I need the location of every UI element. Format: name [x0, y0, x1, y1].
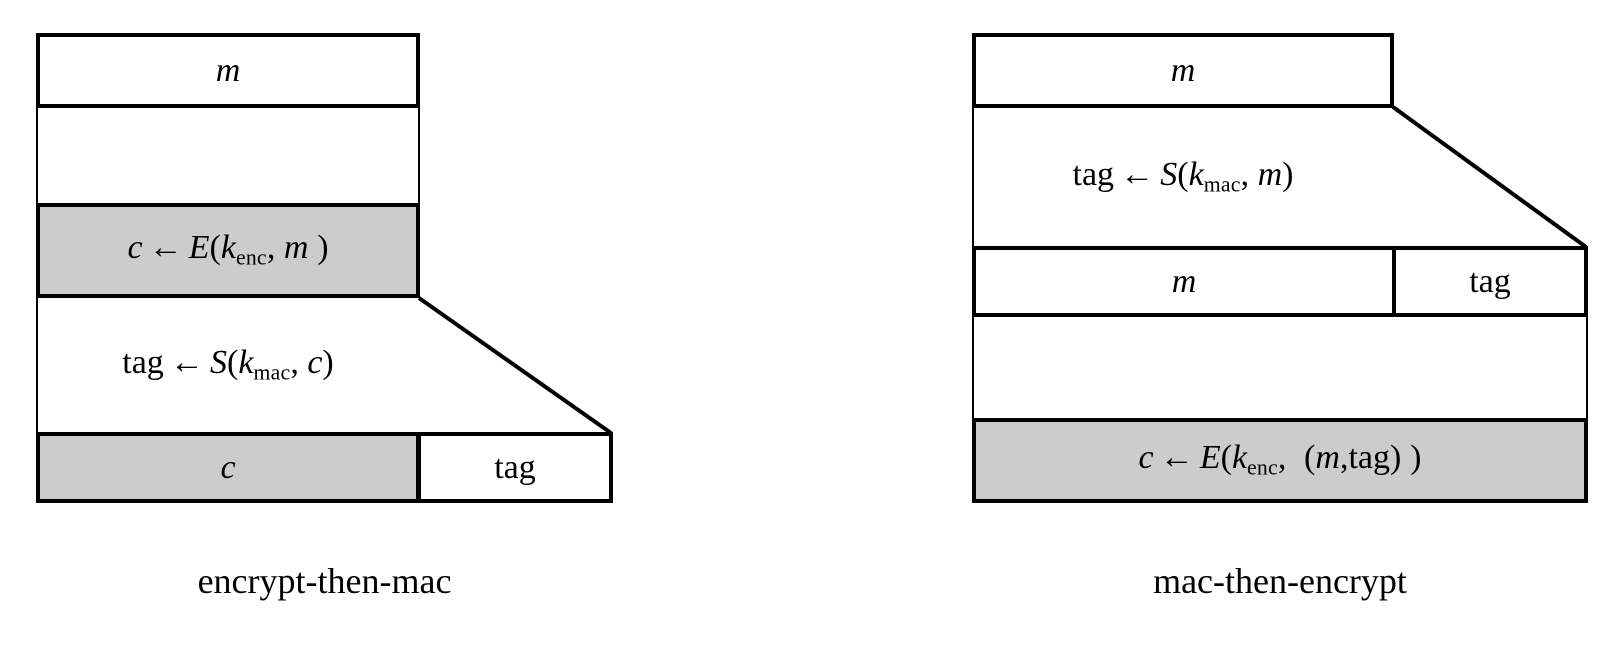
right-encrypt-expression: c←E(kenc,(m,tag)): [1138, 439, 1422, 480]
left-mac-expression: tag←S(kmac, c): [122, 343, 334, 385]
right-mac-arrow-icon: ←: [1120, 155, 1155, 193]
left-panel-message-column-wall: [418, 104, 420, 205]
right-message-label: m: [1170, 51, 1196, 89]
left-mac-arrow-icon: ←: [169, 343, 204, 381]
right-encrypt-step: c←E(kenc,(m,tag)): [972, 418, 1588, 503]
right-tag-cell-label: tag: [1469, 262, 1511, 300]
right-message-cell-label: m: [1171, 262, 1197, 300]
left-diagonal-connector: [417, 296, 613, 435]
left-output-ciphertext-cell: c: [36, 432, 420, 503]
left-panel-caption: encrypt-then-mac: [197, 561, 452, 601]
left-output-tag-cell: tag: [417, 432, 613, 503]
left-plaintext-row: m: [36, 33, 420, 108]
right-arrow-icon: ←: [1159, 439, 1194, 477]
right-panel-outer-wall: [1586, 315, 1588, 420]
right-mac-expression: tag←S(kmac, m): [1072, 155, 1294, 197]
left-output-tag-label: tag: [494, 448, 536, 486]
left-output-ciphertext-label: c: [220, 448, 236, 486]
left-encrypt-step: c←E(kenc, m): [36, 203, 420, 298]
right-diagonal-connector: [1391, 105, 1588, 249]
right-panel-caption: mac-then-encrypt: [1153, 561, 1407, 601]
right-message-cell: m: [972, 246, 1396, 317]
right-plaintext-row: m: [972, 33, 1394, 108]
right-mac-step: tag←S(kmac, m): [972, 108, 1394, 246]
right-tag-cell: tag: [1392, 246, 1588, 317]
left-arrow-icon: ←: [148, 229, 183, 267]
left-encrypt-expression: c←E(kenc, m): [127, 229, 329, 270]
left-message-label: m: [215, 51, 241, 89]
left-mac-step: tag←S(kmac, c): [36, 300, 420, 430]
